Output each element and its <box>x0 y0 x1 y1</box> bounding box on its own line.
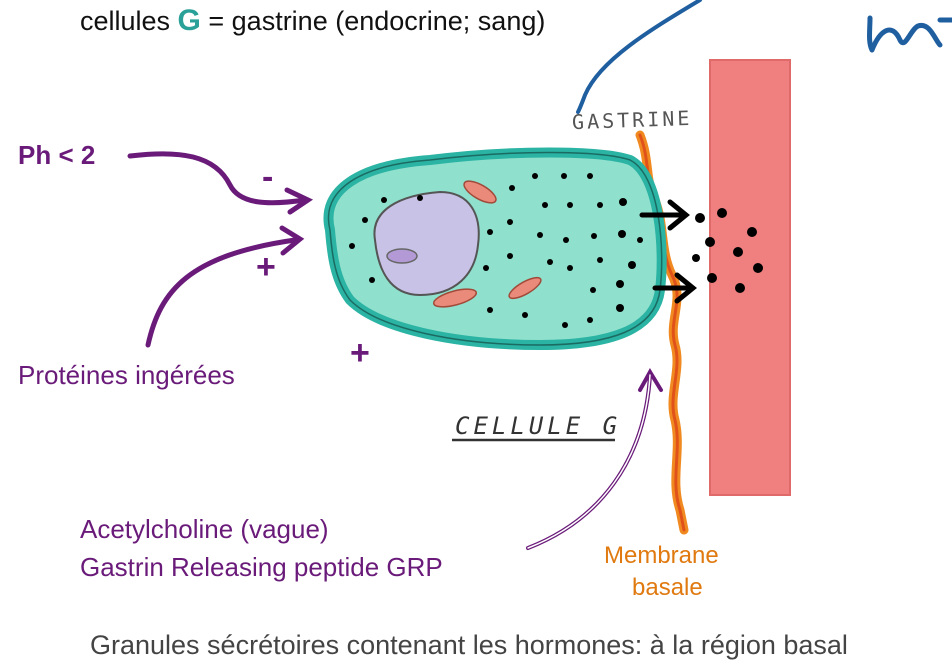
title-letter-g: G <box>177 4 201 37</box>
plus-sign-1: + <box>256 248 276 286</box>
membrane-label-line2: basale <box>632 574 703 601</box>
membrane-label-line1: Membrane <box>604 542 719 569</box>
blue-handwriting-stroke <box>576 0 702 114</box>
acetylcholine-label: Acetylcholine (vague) <box>80 514 329 544</box>
gastrine-handwritten-label: GASTRINE <box>571 105 693 135</box>
cellule-g-handwritten-label: CELLULE G <box>455 412 622 440</box>
ph-label: Ph < 2 <box>18 140 96 170</box>
plus-sign-2: + <box>350 334 370 372</box>
title-prefix: cellules <box>80 6 178 36</box>
bottom-caption: Granules sécrétoires contenant les hormo… <box>90 630 848 660</box>
curved-arrow-icon <box>526 368 663 550</box>
page-title: cellules G = gastrine (endocrine; sang) <box>80 4 545 38</box>
released-granules <box>692 208 763 293</box>
grp-label: Gastrin Releasing peptide GRP <box>80 552 443 582</box>
secretory-granules <box>349 173 643 328</box>
minus-sign: - <box>262 158 274 196</box>
nucleolus <box>386 248 418 264</box>
mitochondria <box>432 180 542 308</box>
blood-vessel <box>709 59 791 496</box>
title-suffix: = gastrine (endocrine; sang) <box>200 6 546 36</box>
proteins-label: Protéines ingérées <box>18 360 235 390</box>
nucleus <box>373 190 480 297</box>
curved-arrow-icon <box>127 151 314 348</box>
blue-handwriting-mark <box>867 15 952 53</box>
arrow-right-icon <box>639 199 697 304</box>
